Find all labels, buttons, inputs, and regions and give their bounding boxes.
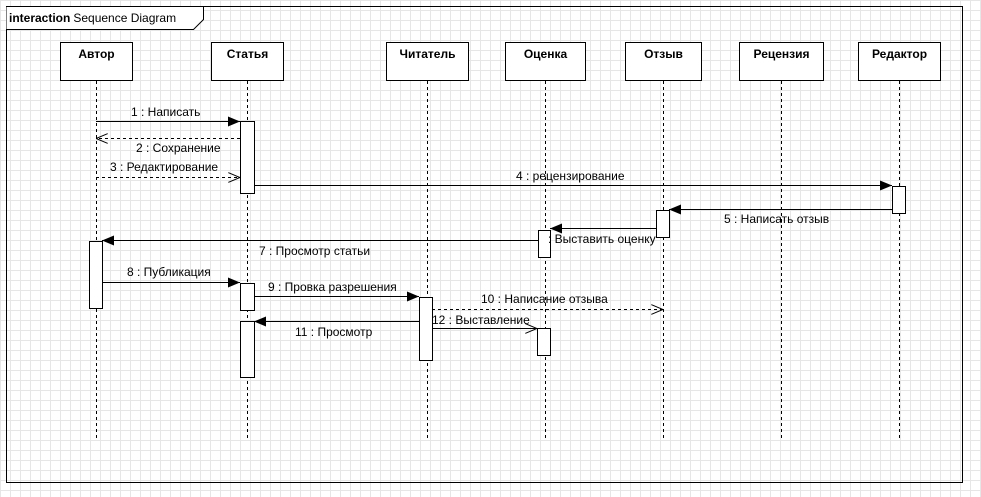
lifeline-head-chitatel[interactable]: Читатель	[386, 42, 469, 81]
message-1[interactable]: 1 : Написать	[96, 105, 240, 127]
svg-text:5 : Написать отзыв: 5 : Написать отзыв	[724, 212, 829, 226]
svg-text:1 : Написать: 1 : Написать	[131, 105, 200, 119]
message-2[interactable]: 2 : Сохранение	[96, 139, 240, 156]
frame-keyword: interaction	[9, 11, 70, 25]
lifeline-head-otsenka[interactable]: Оценка	[505, 42, 586, 81]
lifeline-head-avtor[interactable]: Автор	[60, 42, 133, 81]
frame-tab	[6, 6, 204, 30]
lifeline-head-statya[interactable]: Статья	[211, 42, 284, 81]
activation-bar	[892, 186, 906, 214]
svg-text:4 : рецензирование: 4 : рецензирование	[516, 169, 625, 183]
svg-text:12 : Выставление: 12 : Выставление	[432, 313, 530, 327]
message-5[interactable]: 5 : Написать отзыв	[669, 204, 892, 227]
activation-bar	[656, 210, 670, 238]
message-4[interactable]: 4 : рецензирование	[254, 169, 892, 191]
svg-text:Редактор: Редактор	[872, 47, 927, 61]
svg-text:Оценка: Оценка	[524, 47, 568, 61]
svg-text:9 : Провка разрешения: 9 : Провка разрешения	[268, 280, 397, 294]
lifeline-head-redaktor[interactable]: Редактор	[858, 42, 941, 81]
svg-text:: Выставить оценку: : Выставить оценку	[548, 232, 656, 246]
lifeline-head-otzyv[interactable]: Отзыв	[625, 42, 702, 81]
svg-text:3 : Редактирование: 3 : Редактирование	[110, 160, 218, 174]
message-8[interactable]: 8 : Публикация	[102, 265, 240, 288]
message-10[interactable]: 10 : Написание отзыва	[432, 292, 663, 310]
svg-text:7 : Просмотр статьи: 7 : Просмотр статьи	[259, 244, 370, 258]
svg-text:Автор: Автор	[78, 47, 114, 61]
lifeline-head-retsenziya[interactable]: Рецензия	[739, 42, 824, 81]
message-7[interactable]: 7 : Просмотр статьи	[102, 235, 538, 259]
activation-bar	[419, 297, 433, 361]
activation-bar	[240, 321, 255, 378]
frame-name: Sequence Diagram	[73, 11, 176, 25]
frame-border	[6, 6, 963, 483]
message-3[interactable]: 3 : Редактирование	[96, 160, 240, 178]
svg-text:Читатель: Читатель	[400, 47, 456, 61]
activation-bar	[240, 121, 255, 194]
message-12[interactable]: 12 : Выставление	[432, 313, 537, 329]
svg-text:Рецензия: Рецензия	[753, 47, 809, 61]
svg-text:Отзыв: Отзыв	[644, 47, 683, 61]
svg-text:10 : Написание отзыва: 10 : Написание отзыва	[481, 292, 608, 306]
activation-bar	[537, 328, 551, 356]
activation-bar	[89, 241, 103, 309]
message-9[interactable]: 9 : Провка разрешения	[254, 280, 419, 302]
svg-text:Статья: Статья	[227, 47, 268, 61]
svg-text:11 : Просмотр: 11 : Просмотр	[295, 325, 373, 339]
message-6[interactable]: : Выставить оценку	[548, 223, 656, 247]
activation-bar	[538, 230, 551, 258]
message-11[interactable]: 11 : Просмотр	[254, 316, 419, 340]
svg-text:8 : Публикация: 8 : Публикация	[127, 265, 211, 279]
svg-text:2 : Сохранение: 2 : Сохранение	[136, 141, 221, 155]
activation-bar	[240, 283, 255, 311]
